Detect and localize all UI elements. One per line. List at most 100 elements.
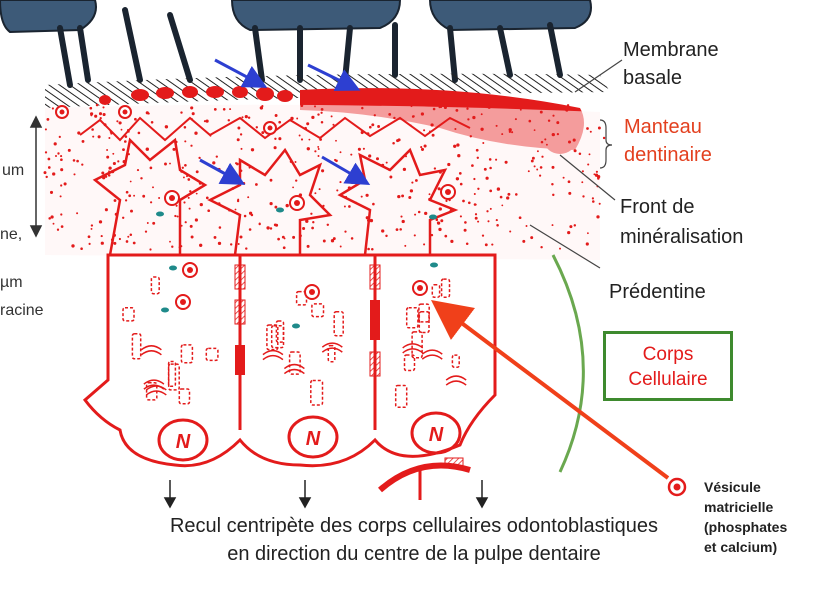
stipple-dot [305, 219, 309, 223]
stipple-dot [438, 106, 441, 109]
stipple-dot [587, 232, 589, 235]
stipple-dot [285, 203, 289, 208]
stipple-dot [125, 190, 129, 194]
stipple-dot [533, 165, 536, 168]
stipple-dot [142, 194, 146, 198]
stipple-dot [274, 114, 278, 117]
stipple-dot [147, 112, 150, 115]
stipple-dot [274, 137, 277, 140]
stipple-dot [112, 161, 116, 166]
stipple-dot [444, 234, 448, 238]
stipple-dot [540, 140, 544, 144]
stipple-dot [76, 159, 79, 163]
stipple-dot [242, 182, 246, 185]
thickness-bracket [29, 115, 43, 238]
stipple-dot [472, 115, 476, 120]
vesicule-label-line4: et calcium) [704, 539, 778, 555]
stipple-dot [122, 148, 125, 152]
stipple-dot [397, 138, 401, 142]
stipple-dot [413, 115, 415, 118]
stipple-dot [486, 210, 489, 213]
stipple-dot [551, 165, 555, 169]
stipple-dot [556, 121, 560, 125]
stipple-dot [60, 155, 63, 158]
stipple-dot [588, 153, 591, 156]
stipple-dot [430, 123, 434, 127]
stipple-dot [90, 112, 94, 116]
stipple-dot [348, 205, 351, 208]
stipple-dot [81, 139, 85, 143]
stipple-dot [371, 247, 374, 251]
stipple-dot [487, 105, 491, 109]
stipple-dot [244, 115, 248, 119]
stipple-dot [152, 221, 156, 225]
stipple-dot [483, 167, 487, 171]
stipple-dot [239, 133, 243, 136]
stipple-dot [326, 223, 330, 227]
organelle [167, 363, 180, 391]
stipple-dot [595, 170, 598, 173]
stipple-dot [519, 108, 522, 111]
cell-bodies [82, 253, 497, 500]
stipple-dot [430, 233, 434, 237]
stipple-dot [339, 181, 342, 184]
stipple-dot [63, 182, 67, 186]
stipple-dot [247, 196, 250, 199]
stipple-dot [477, 187, 480, 190]
stipple-dot [266, 226, 270, 230]
golgi [140, 345, 162, 356]
junctions [234, 264, 464, 469]
stipple-dot [533, 129, 536, 132]
stipple-dot [195, 192, 198, 195]
stipple-dot [311, 115, 315, 120]
stipple-dot [381, 229, 385, 233]
stipple-dot [278, 120, 282, 124]
stipple-dot [77, 131, 81, 135]
stipple-dot [343, 205, 346, 208]
stipple-dot [473, 192, 476, 196]
stipple-dot [130, 209, 133, 213]
stipple-dot [283, 237, 286, 240]
stipple-dot [455, 108, 459, 112]
organelle [405, 307, 419, 329]
stipple-dot [336, 189, 339, 192]
epithelial-cells [0, 0, 592, 88]
stipple-dot [539, 174, 542, 177]
stipple-dot [514, 118, 517, 121]
stipple-dot [443, 105, 447, 110]
stipple-dot [311, 226, 314, 230]
stipple-dot [118, 121, 122, 125]
stipple-dot [475, 148, 479, 152]
stipple-dot [184, 140, 187, 143]
stipple-dot [146, 222, 149, 224]
stipple-dot [255, 183, 258, 186]
stipple-dot [544, 138, 547, 141]
stipple-dot [149, 166, 153, 170]
stipple-dot [317, 145, 320, 148]
stipple-dot [496, 224, 499, 227]
stipple-dot [424, 211, 428, 216]
stipple-dot [495, 158, 498, 161]
stipple-dot [495, 124, 498, 127]
vesicle-pointer-arrow [431, 299, 670, 480]
stipple-dot [423, 243, 426, 246]
stipple-dot [385, 234, 388, 238]
stipple-dot [362, 147, 365, 150]
stipple-dot [183, 201, 186, 204]
stipple-dot [572, 138, 576, 142]
stipple-dot [373, 114, 376, 117]
stipple-dot [508, 128, 512, 132]
stipple-dot [552, 193, 555, 197]
stipple-dot [525, 225, 528, 227]
stipple-dot [98, 112, 103, 116]
stipple-dot [591, 197, 595, 200]
stipple-dot [81, 163, 84, 166]
stipple-dot [463, 228, 467, 232]
stipple-dot [190, 235, 194, 239]
stipple-dot [310, 212, 313, 215]
stipple-dot [598, 202, 601, 205]
stipple-dot [295, 179, 298, 182]
stipple-dot [593, 173, 596, 176]
